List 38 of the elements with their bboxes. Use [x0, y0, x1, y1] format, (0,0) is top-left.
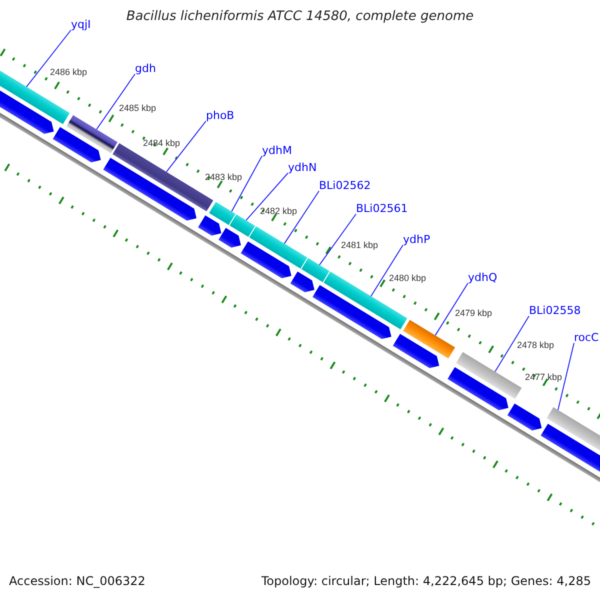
gene-bar [301, 258, 330, 282]
gene-label: yqjI [71, 19, 91, 30]
leader-line [494, 316, 530, 372]
scale-label: 2480 kbp [389, 273, 426, 283]
gene-bar [230, 214, 256, 237]
leader-line [96, 74, 136, 130]
gene-label: rocC [574, 332, 599, 343]
scale-label: 2477 kbp [525, 372, 562, 382]
gene-bar [209, 202, 236, 225]
leader-line [558, 342, 574, 410]
leader-line [434, 282, 468, 336]
gene-label: ydhN [288, 162, 317, 173]
gene-label: gdh [135, 63, 156, 74]
scale-label: 2479 kbp [455, 308, 492, 318]
gene-label: ydhM [262, 145, 292, 156]
gene-label: ydhQ [468, 272, 498, 283]
gene-label: BLi02562 [319, 180, 371, 191]
accession-text: Accession: NC_006322 [9, 574, 146, 588]
scale-label: 2478 kbp [517, 340, 554, 350]
leader-line [284, 190, 320, 244]
gene-label: BLi02558 [529, 305, 581, 316]
scale-label: 2485 kbp [119, 103, 156, 113]
scale-label: 2481 kbp [341, 240, 378, 250]
scale-label: 2484 kbp [143, 138, 180, 148]
leader-line [246, 172, 288, 221]
gene-label: ydhP [403, 234, 430, 245]
gene-label: BLi02561 [356, 203, 408, 214]
leader-line [318, 214, 356, 266]
scale-label: 2483 kbp [205, 172, 242, 182]
scale-label: 2482 kbp [260, 206, 298, 216]
leader-line [370, 244, 404, 297]
gene-bar [66, 115, 118, 154]
leader-line [26, 30, 72, 88]
gene-label: phoB [206, 110, 234, 121]
leader-line [166, 120, 206, 172]
leader-line [231, 156, 262, 212]
scale-label: 2486 kbp [50, 67, 88, 77]
genome-info-text: Topology: circular; Length: 4,222,645 bp; Genes: 4,285 [261, 574, 591, 588]
